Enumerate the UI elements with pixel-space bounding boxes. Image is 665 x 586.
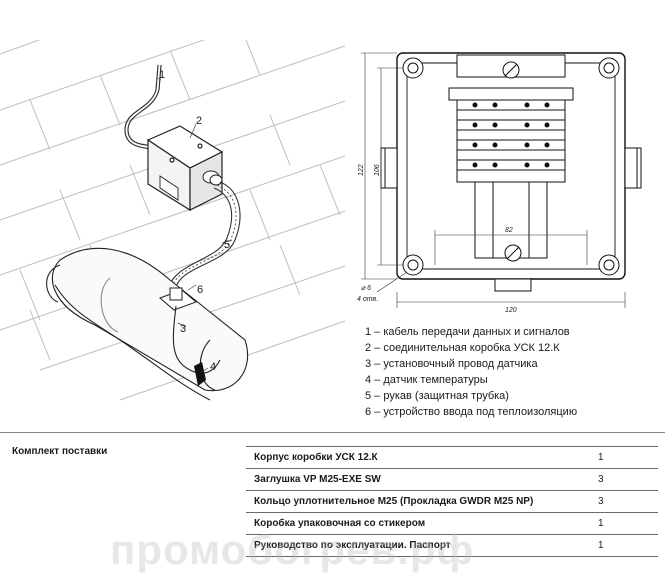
pipe — [46, 247, 249, 401]
kit-item-qty: 1 — [598, 534, 658, 557]
dim-hole-count: 4 отв. — [357, 296, 378, 303]
callout-4: 4 — [210, 361, 216, 373]
callout-2: 2 — [196, 115, 202, 127]
legend-item-4: 4 – датчик температуры — [365, 374, 488, 386]
legend-list: 1 – кабель передачи данных и сигналов 2 … — [365, 324, 655, 420]
table-row: Корпус коробки УСК 12.К 1 — [246, 446, 658, 469]
kit-item-qty: 3 — [598, 490, 658, 513]
kit-table: Корпус коробки УСК 12.К 1 Заглушка VP M2… — [246, 446, 658, 557]
watermark: промобогрев.рф — [110, 526, 475, 573]
callout-1: 1 — [159, 69, 165, 81]
cable — [124, 64, 162, 151]
callout-3: 3 — [180, 323, 186, 335]
dim-width-outer: 120 — [505, 307, 517, 314]
entry-device — [159, 287, 197, 311]
temperature-sensor — [194, 362, 206, 386]
section-divider — [0, 432, 665, 433]
kit-item-name: Заглушка VP M25-EXE SW — [246, 468, 598, 491]
legend-item-6: 6 – устройство ввода под теплоизоляцию — [365, 406, 578, 418]
table-row: Коробка упаковочная со стикером 1 — [246, 512, 658, 535]
cable-gland — [202, 170, 223, 186]
table-row: Кольцо уплотнительное M25 (Прокладка GWD… — [246, 490, 658, 513]
kit-item-qty: 3 — [598, 468, 658, 491]
kit-item-name: Кольцо уплотнительное M25 (Прокладка GWD… — [246, 490, 598, 513]
technical-drawing: 122 106 82 120 ⌀ 6 4 отв. — [357, 52, 642, 314]
dim-width-inner: 82 — [505, 227, 513, 234]
dim-height-inner: 106 — [374, 164, 381, 176]
kit-title: Комплект поставки — [12, 446, 108, 457]
kit-item-qty: 1 — [598, 512, 658, 535]
dim-hole-diameter: ⌀ 6 — [361, 285, 371, 292]
dimension-lines — [361, 52, 626, 308]
table-row: Заглушка VP M25-EXE SW 3 — [246, 468, 658, 491]
kit-item-name: Корпус коробки УСК 12.К — [246, 446, 598, 469]
kit-item-qty: 1 — [598, 446, 658, 469]
callout-5: 5 — [224, 239, 230, 251]
installation-illustration: 1 2 5 6 3 4 — [0, 40, 345, 401]
table-row: Руководство по эксплуатации. Паспорт 1 — [246, 534, 658, 557]
sensor-wire — [172, 305, 221, 374]
kit-item-name: Коробка упаковочная со стикером — [246, 512, 598, 535]
kit-item-name: Руководство по эксплуатации. Паспорт — [246, 534, 598, 557]
dim-height-outer: 122 — [358, 164, 365, 176]
protective-sleeve — [167, 181, 241, 291]
legend-item-1: 1 – кабель передачи данных и сигналов — [365, 326, 570, 338]
mounting-holes — [402, 57, 620, 276]
terminal-block — [448, 54, 574, 292]
callout-6: 6 — [197, 284, 203, 296]
callout-leaders — [157, 77, 233, 373]
junction-box — [146, 125, 224, 212]
legend-item-3: 3 – установочный провод датчика — [365, 358, 538, 370]
side-glands — [380, 147, 642, 189]
legend-item-2: 2 – соединительная коробка УСК 12.К — [365, 342, 560, 354]
legend-item-5: 5 – рукав (защитная трубка) — [365, 390, 509, 402]
